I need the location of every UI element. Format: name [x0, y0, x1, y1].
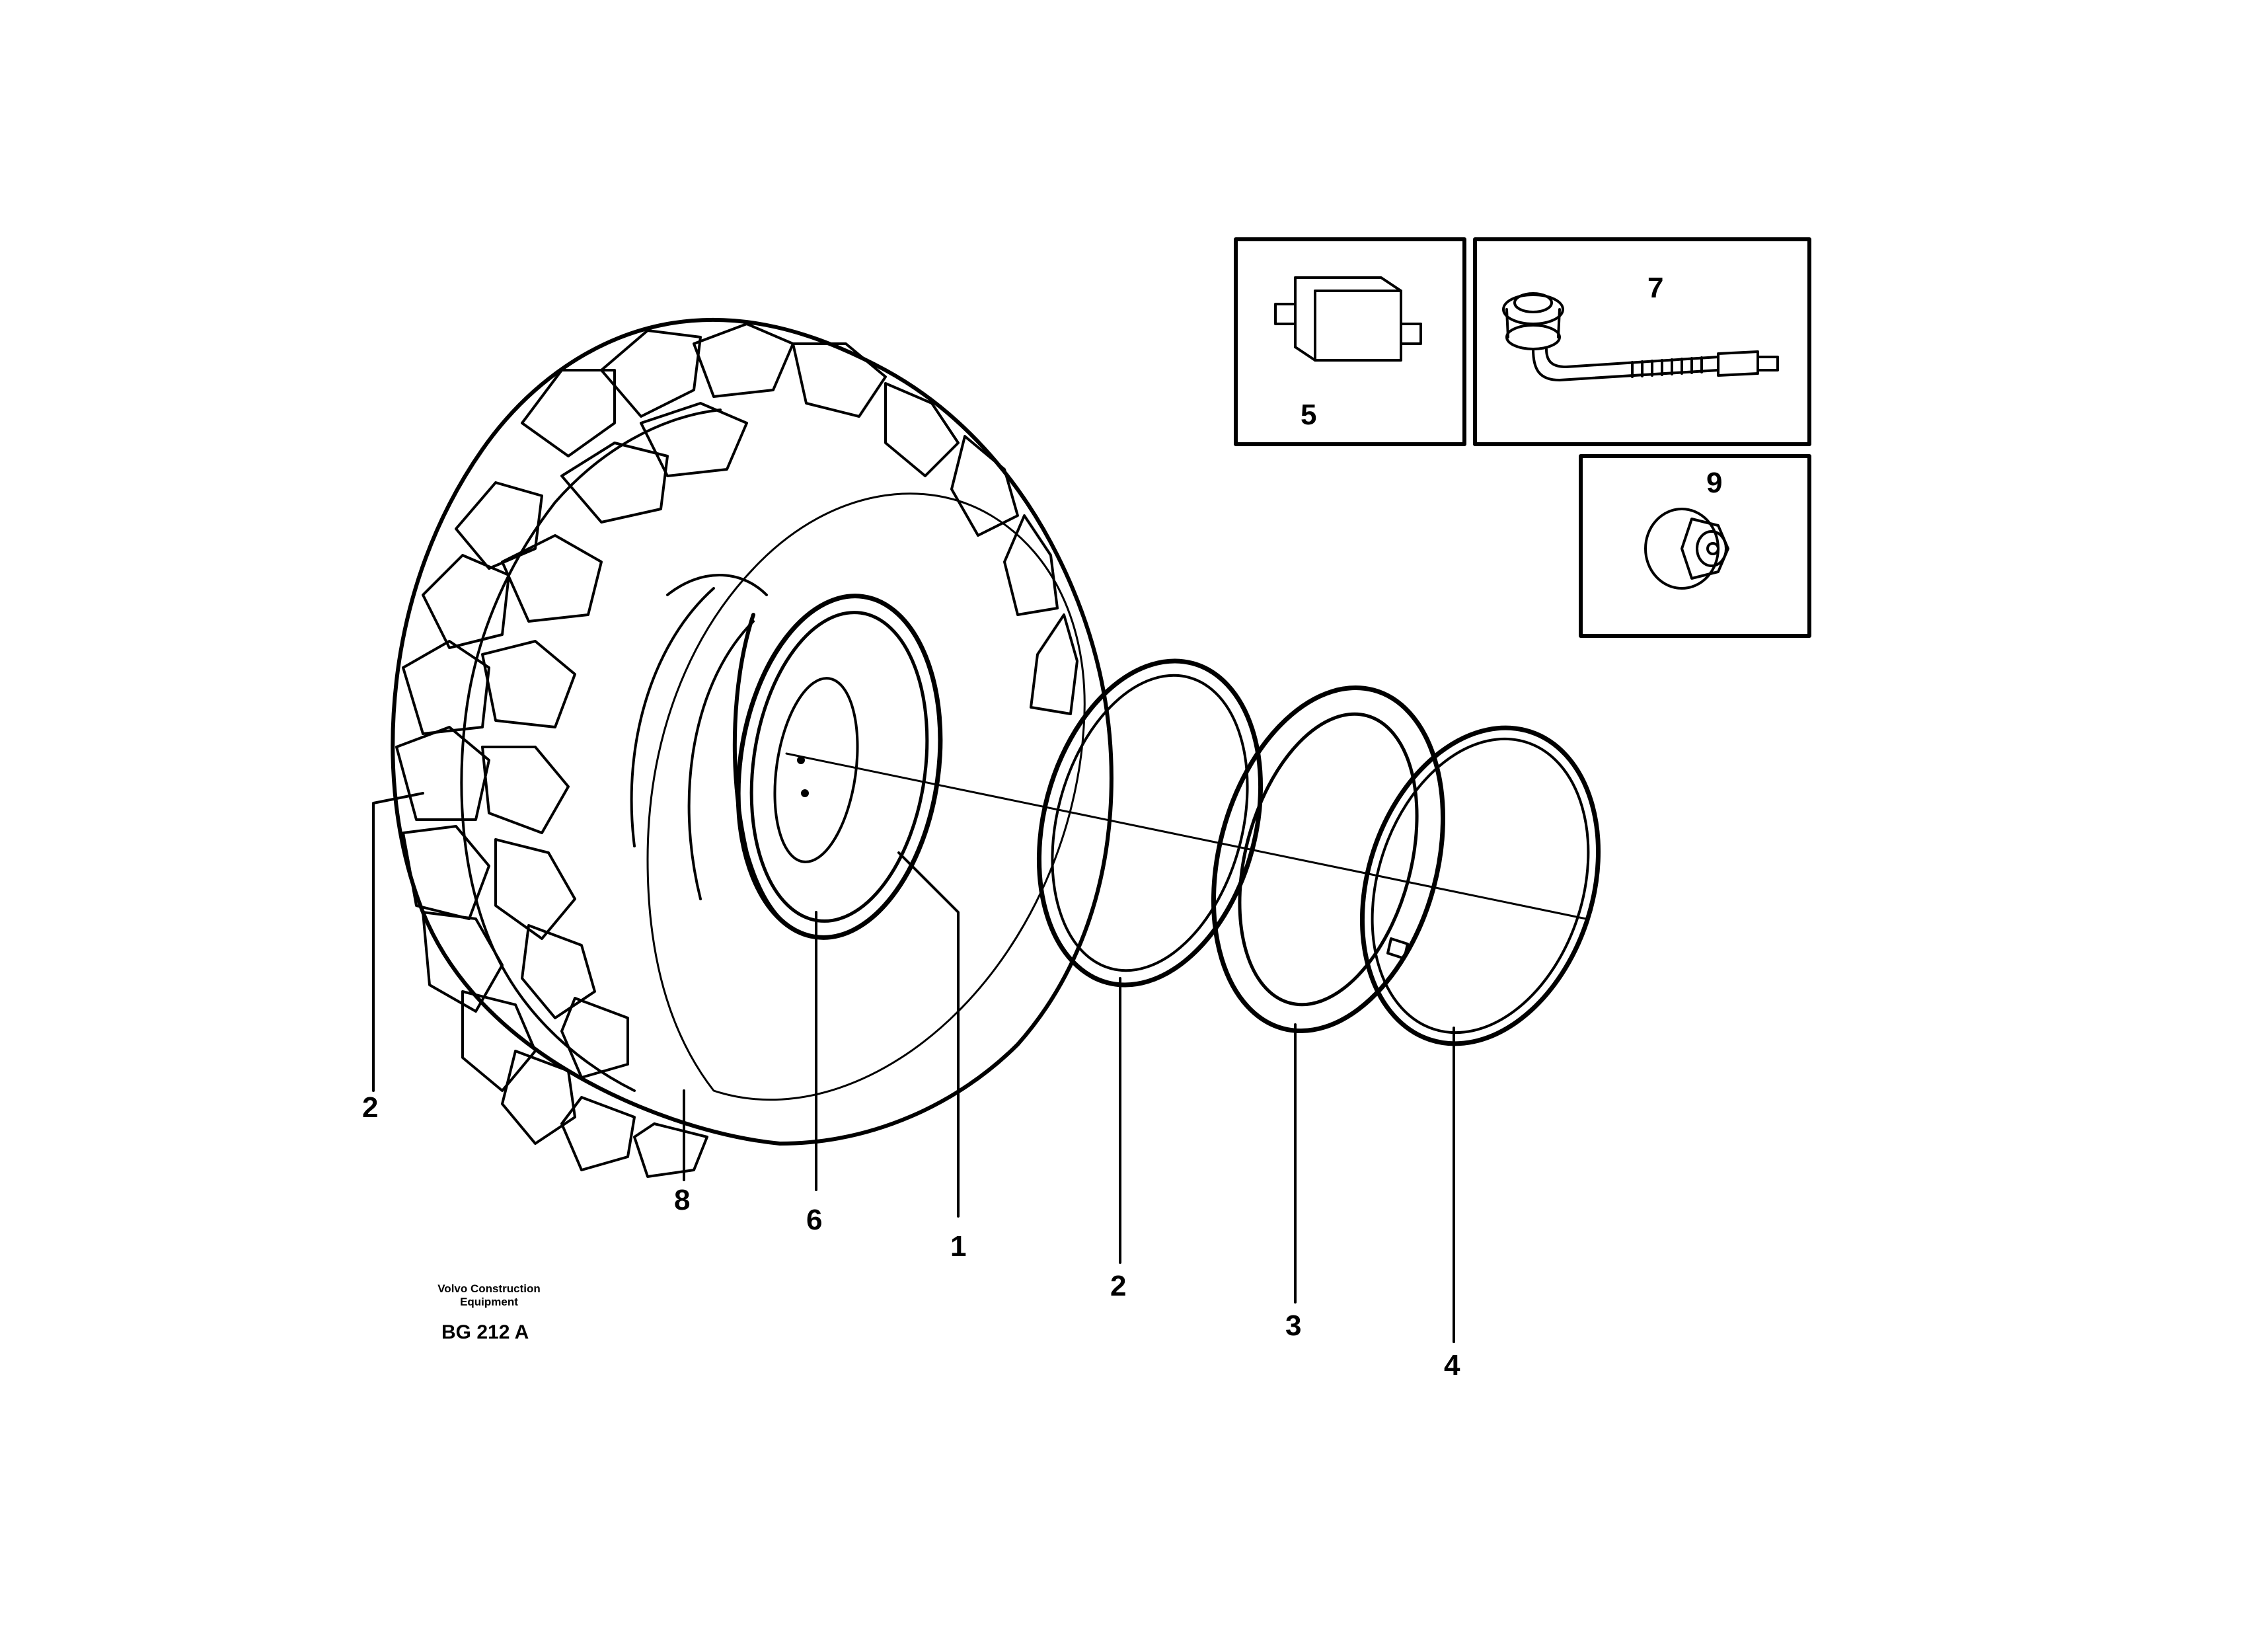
publisher-line-1: Volvo Construction [437, 1282, 541, 1295]
tyre-valve-icon [1502, 292, 1779, 381]
drawing-id: BG 212 A [441, 1321, 529, 1343]
callout-tyre-left: 2 [362, 1091, 378, 1124]
callout-ring-b: 3 [1285, 1309, 1301, 1342]
block-pad-icon [1274, 276, 1422, 362]
callout-ring-c: 4 [1444, 1349, 1460, 1382]
callout-ring-a: 2 [1110, 1270, 1126, 1302]
flange-ring-4 [1359, 725, 1601, 1046]
bead-seat-ring-3 [1211, 685, 1446, 1034]
tyre [391, 317, 1114, 1178]
wheel-nut-icon [1644, 508, 1729, 590]
callout-labels: 2 8 6 1 2 3 4 [362, 1091, 1460, 1382]
callout-tread: 8 [674, 1184, 690, 1216]
wheel-rim [732, 594, 943, 940]
callout-rim-seal: 6 [806, 1204, 822, 1236]
callout-pad: 5 [1301, 399, 1316, 431]
leader-lines [372, 792, 1455, 1343]
callout-nut: 9 [1706, 467, 1722, 499]
inset-box-valve: 7 [1473, 237, 1811, 446]
callout-valve: 7 [1647, 272, 1663, 304]
callout-rim: 1 [950, 1230, 966, 1263]
publisher-line-2: Equipment [460, 1296, 518, 1308]
centre-axis-line [785, 752, 1587, 920]
inset-box-pad: 5 [1234, 237, 1466, 446]
title-block: Volvo Construction Equipment BG 212 A [437, 1282, 541, 1343]
inset-box-nut: 9 [1579, 454, 1811, 638]
